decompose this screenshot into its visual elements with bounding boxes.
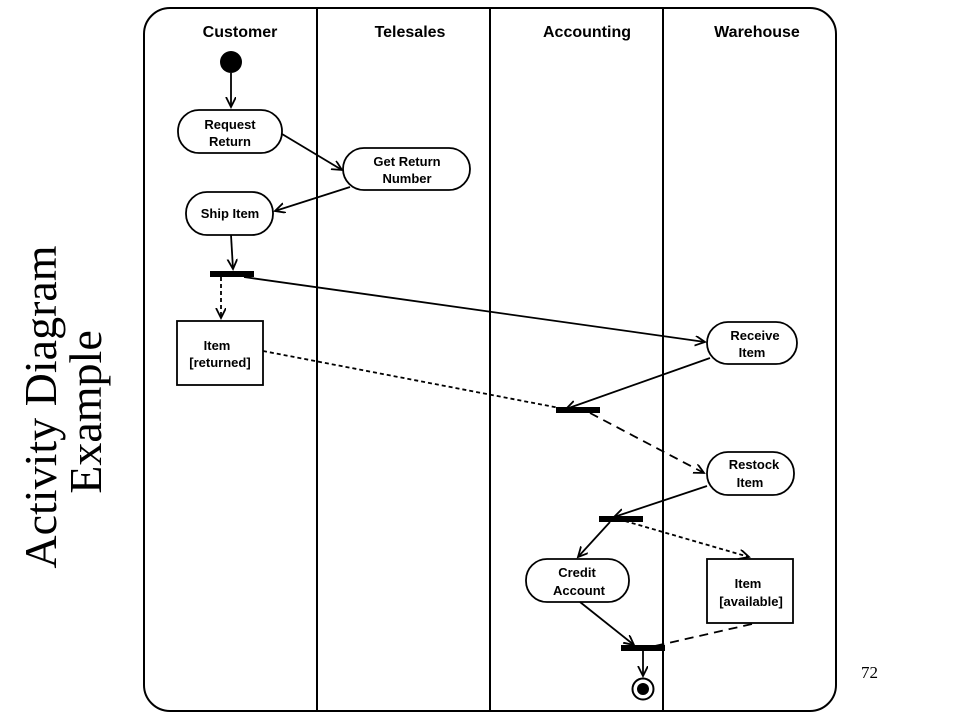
item-returned-label-2: [returned] [189,355,250,370]
item-returned-object [176,320,264,386]
join-bar-1 [556,407,600,413]
flow-fork-to-receive [243,276,705,342]
credit-account-activity [525,558,630,603]
credit-account-label-2: Account [553,583,606,598]
restock-item-label-1: Restock [729,457,780,472]
receive-item-label-2: Item [739,345,766,360]
ship-item-label: Ship Item [201,206,260,221]
object-flow-fork-to-item-available [624,520,749,557]
page-number: 72 [861,663,878,682]
flow-credit-to-join [579,601,634,645]
request-return-label-2: Return [209,134,251,149]
final-node-core [637,683,649,695]
restock-item-label-2: Item [737,475,764,490]
get-return-number-label-1: Get Return [373,154,440,169]
credit-account-label-1: Credit [558,565,596,580]
get-return-number-label-2: Number [382,171,431,186]
join-bar-2 [621,645,665,651]
item-available-label-1: Item [735,576,762,591]
item-available-object [706,558,794,624]
receive-item-label-1: Receive [730,328,779,343]
item-available-label-2: [available] [719,594,783,609]
object-flow-item-returned-to-join [262,350,571,411]
object-flow-item-available-to-join [654,623,753,647]
flow-request-to-get-number [281,133,342,170]
item-returned-label-1: Item [204,338,231,353]
restock-item-activity [706,451,795,496]
object-flow-join-to-restock [589,412,704,473]
flow-get-number-to-ship [275,186,351,211]
flow-ship-to-fork [231,234,233,269]
flow-restock-to-fork [614,485,708,517]
fork-bar-1 [210,271,254,277]
lane-customer: Customer [203,24,278,41]
fork-bar-2 [599,516,643,522]
lane-warehouse: Warehouse [714,24,800,41]
lane-telesales: Telesales [375,24,446,41]
lane-accounting: Accounting [543,24,631,41]
flow-fork-to-credit [578,521,611,557]
initial-node [220,51,242,73]
receive-item-activity [706,321,798,365]
request-return-activity [177,109,283,154]
flow-receive-to-join [566,357,711,409]
ship-item-activity [185,191,274,236]
request-return-label-1: Request [204,117,256,132]
